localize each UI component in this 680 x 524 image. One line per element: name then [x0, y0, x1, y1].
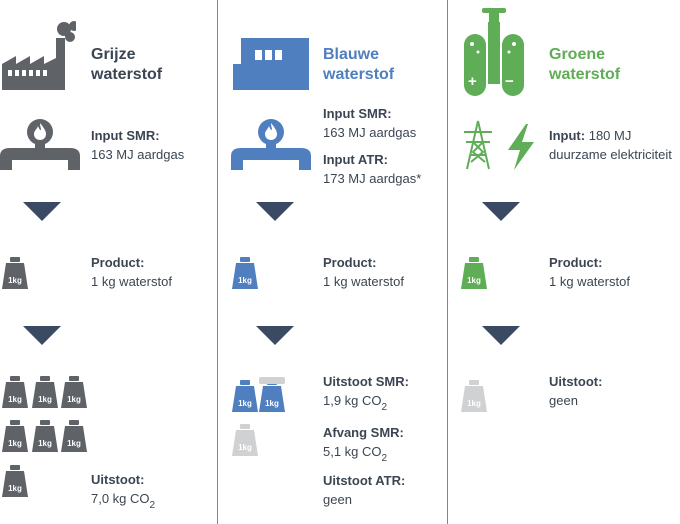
factory-icon	[2, 21, 76, 90]
green-product: Product: 1 kg waterstof	[549, 255, 630, 289]
weight-label: 1kg	[67, 395, 81, 404]
grey-product: Product: 1 kg waterstof	[91, 255, 172, 289]
weight-1kg-icon: 1kg	[32, 376, 58, 408]
power-pylon-icon	[464, 120, 492, 170]
electrolyser-plus-sign: +	[468, 73, 477, 90]
weight-label: 1kg	[8, 484, 22, 493]
electrolyser-minus-sign: −	[505, 73, 514, 90]
flow-arrow-icon	[23, 202, 61, 221]
electrolyser-icon	[464, 8, 524, 96]
grey-emission: Uitstoot: 7,0 kg CO2	[91, 472, 156, 511]
captured-co2-lid-icon	[259, 377, 285, 384]
flow-arrow-icon	[23, 326, 61, 345]
building-icon	[233, 38, 309, 90]
green-emission: Uitstoot: geen	[549, 374, 603, 408]
light-weight-1kg-icon: 1kg	[461, 380, 487, 412]
weight-label: 1kg	[238, 276, 252, 285]
column-divider-right	[447, 0, 448, 524]
weight-1kg-icon: 1kg	[2, 257, 28, 289]
weight-label: 1kg	[238, 443, 252, 452]
weight-label: 1kg	[467, 276, 481, 285]
gas-pipe-icon	[231, 119, 311, 170]
blue-input-atr: Input ATR: 173 MJ aardgas*	[323, 152, 422, 186]
weight-label: 1kg	[67, 439, 81, 448]
weight-1kg-icon: 1kg	[461, 257, 487, 289]
weight-label: 1kg	[8, 395, 22, 404]
weight-1kg-icon: 1kg	[2, 376, 28, 408]
weight-label: 1kg	[8, 276, 22, 285]
flow-arrow-icon	[482, 202, 520, 221]
flow-arrow-icon	[482, 326, 520, 345]
flow-arrow-icon	[256, 326, 294, 345]
grey-input: Input SMR: 163 MJ aardgas	[91, 128, 185, 162]
weight-label: 1kg	[467, 399, 481, 408]
weight-1kg-icon: 1kg	[232, 380, 258, 412]
captured-weight-1kg-icon: 1kg	[232, 424, 258, 456]
weight-label: 1kg	[38, 439, 52, 448]
green-input: Input: 180 MJ duurzame elektriciteit	[549, 128, 672, 162]
weight-label: 1kg	[38, 395, 52, 404]
grey-title: Grijze waterstof	[91, 46, 163, 83]
blue-input-smr: Input SMR: 163 MJ aardgas	[323, 106, 417, 140]
blue-product: Product: 1 kg waterstof	[323, 255, 404, 289]
blue-emission-smr: Uitstoot SMR: 1,9 kg CO2	[323, 374, 409, 413]
blue-emission-atr: Uitstoot ATR: geen	[323, 473, 406, 507]
weight-1kg-icon: 1kg	[232, 257, 258, 289]
green-title: Groene waterstof	[549, 46, 621, 83]
weight-1kg-icon: 1kg	[2, 420, 28, 452]
weight-label: 1kg	[8, 439, 22, 448]
weight-1kg-icon: 1kg	[259, 380, 285, 412]
blue-title: Blauwe waterstof	[323, 46, 395, 83]
weight-label: 1kg	[238, 399, 252, 408]
blue-capture-smr: Afvang SMR: 5,1 kg CO2	[323, 425, 404, 464]
weight-1kg-icon: 1kg	[61, 376, 87, 408]
weight-1kg-icon: 1kg	[32, 420, 58, 452]
weight-1kg-icon: 1kg	[2, 465, 28, 497]
flow-arrow-icon	[256, 202, 294, 221]
weight-1kg-icon: 1kg	[61, 420, 87, 452]
gas-pipe-icon	[0, 119, 80, 170]
column-divider-left	[217, 0, 218, 524]
lightning-bolt-icon	[508, 124, 534, 170]
weight-label: 1kg	[265, 399, 279, 408]
